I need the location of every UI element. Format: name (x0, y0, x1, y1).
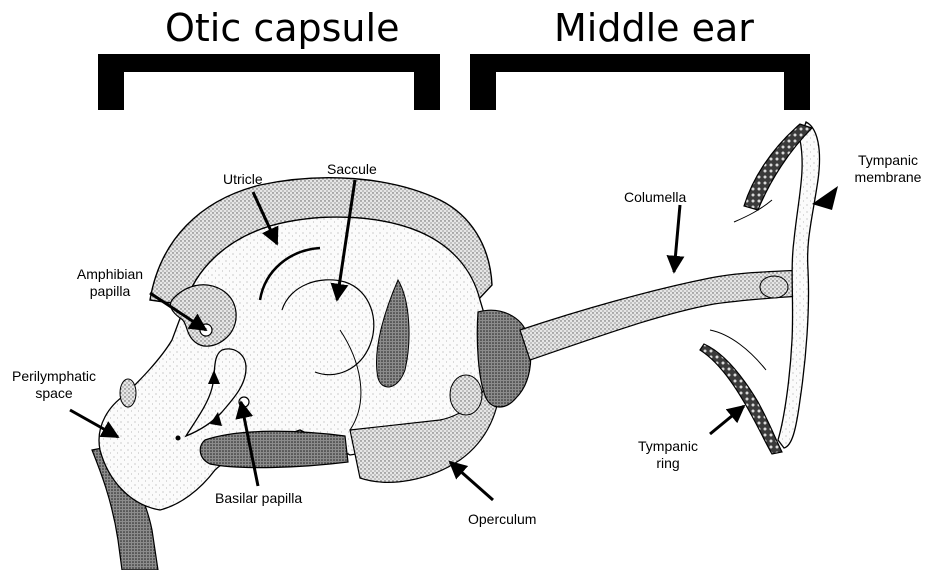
heading-otic-capsule: Otic capsule (165, 4, 399, 52)
label-tympanic-membrane-line2: membrane (838, 169, 938, 186)
label-saccule: Saccule (327, 161, 377, 178)
heading-middle-ear: Middle ear (554, 4, 754, 52)
operculum-arrow (450, 462, 493, 500)
label-amphibian-papilla: Amphibian papilla (60, 266, 160, 300)
columella-arrow (674, 205, 680, 272)
middle-ear-bracket (470, 54, 810, 110)
label-operculum: Operculum (468, 511, 536, 528)
label-tympanic-ring-line1: Tympanic (618, 438, 718, 455)
columella-footplate (477, 310, 530, 407)
label-utricle: Utricle (223, 171, 263, 188)
columella-bulb (760, 276, 788, 298)
label-amphibian-papilla-line1: Amphibian (60, 266, 160, 283)
cartilage-bar (200, 431, 348, 467)
label-perilymphatic-space: Perilymphatic space (4, 368, 104, 402)
label-tympanic-membrane: Tympanic membrane (838, 152, 938, 186)
label-columella: Columella (624, 189, 686, 206)
columella-shaft (520, 270, 800, 360)
otic-capsule-bracket (98, 54, 440, 110)
basilar-papilla-tip (176, 436, 181, 441)
label-perilymphatic-space-line1: Perilymphatic (4, 368, 104, 385)
tympanic-ring-arrow (710, 406, 744, 434)
label-tympanic-membrane-line1: Tympanic (838, 152, 938, 169)
label-amphibian-papilla-line2: papilla (60, 283, 160, 300)
capsule-oval (450, 375, 482, 415)
label-perilymphatic-space-line2: space (4, 385, 104, 402)
left-oval (120, 379, 136, 407)
label-tympanic-ring-line2: ring (618, 455, 718, 472)
label-basilar-papilla: Basilar papilla (215, 490, 302, 507)
label-tympanic-ring: Tympanic ring (618, 438, 718, 472)
